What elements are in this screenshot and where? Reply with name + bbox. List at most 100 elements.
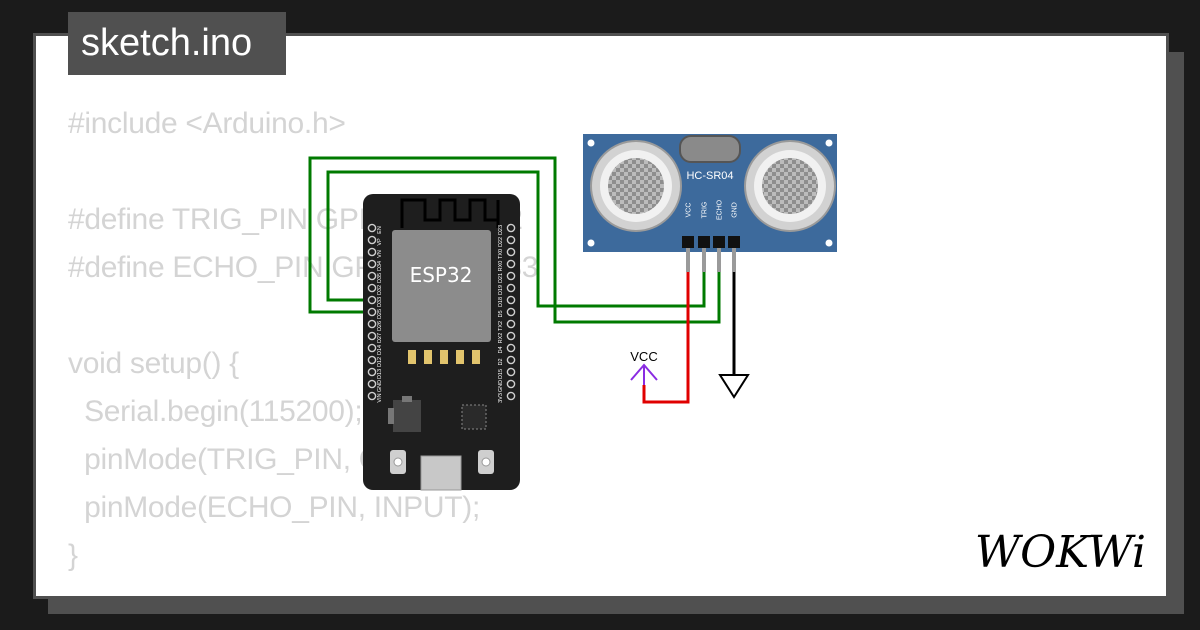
- preview-card: [33, 33, 1169, 599]
- hc-sr04-sensor[interactable]: HC-SR04 VCC TRIG ECHO GND: [583, 134, 837, 272]
- esp32-chip-label: ESP32: [410, 263, 473, 287]
- esp32-pin-label: D22: [498, 237, 504, 247]
- esp32-pin-d15[interactable]: [506, 367, 516, 377]
- esp32-pin-d27[interactable]: [367, 331, 377, 341]
- sensor-pin-label: VCC: [686, 203, 693, 218]
- esp32-pin-rx2[interactable]: [506, 331, 516, 341]
- esp32-pin-label: D33: [377, 297, 383, 307]
- usb-chip: [461, 404, 487, 430]
- esp32-pin-label: EN: [377, 226, 383, 234]
- esp32-pin-gnd[interactable]: [506, 379, 516, 389]
- code-line: #include <Arduino.h>: [68, 107, 346, 140]
- esp32-pin-vp[interactable]: [367, 235, 377, 245]
- esp32-pin-label: D27: [377, 333, 383, 343]
- sensor-pin-lead: [717, 248, 721, 272]
- sensor-pin-label: ECHO: [717, 199, 724, 220]
- esp32-pin-vin[interactable]: [367, 391, 377, 401]
- esp32-pin-label: D23: [498, 225, 504, 235]
- esp32-pin-d21[interactable]: [506, 271, 516, 281]
- esp32-pin-gnd[interactable]: [367, 379, 377, 389]
- esp32-pin-d5[interactable]: [506, 307, 516, 317]
- wire-echo[interactable]: [326, 170, 706, 308]
- wokwi-logo: WOKWi: [975, 527, 1146, 578]
- esp32-pin-d23[interactable]: [506, 223, 516, 233]
- esp32-pin-label: D32: [377, 285, 383, 295]
- esp32-pin-tx0[interactable]: [506, 247, 516, 257]
- ground-symbol-icon[interactable]: [718, 374, 750, 399]
- code-line: }: [68, 539, 78, 572]
- sensor-pin-label: GND: [732, 202, 739, 218]
- code-line: pinMode(ECHO_PIN, INPUT);: [68, 491, 481, 524]
- esp32-pin-label: GND: [498, 380, 504, 392]
- esp32-pin-d12[interactable]: [367, 355, 377, 365]
- esp32-pin-d25[interactable]: [367, 307, 377, 317]
- esp32-pin-label: TX0: [498, 249, 504, 259]
- esp32-pin-label: D35: [377, 273, 383, 283]
- esp32-pin-tx2[interactable]: [506, 319, 516, 329]
- esp32-pin-label: 3V3: [498, 393, 504, 403]
- esp32-pin-label: D34: [377, 261, 383, 271]
- file-tab[interactable]: sketch.ino: [68, 12, 286, 75]
- antenna-trace-icon: [400, 198, 500, 228]
- sensor-pin-lead: [686, 248, 690, 272]
- sensor-pin-lead: [702, 248, 706, 272]
- wires: [308, 156, 736, 404]
- esp32-pin-label: TX2: [498, 321, 504, 331]
- esp32-pin-rx0[interactable]: [506, 259, 516, 269]
- usb-port[interactable]: [420, 455, 462, 491]
- boot-button[interactable]: [478, 450, 494, 474]
- esp32-right-header: [506, 223, 516, 401]
- esp32-pin-label: VIN: [377, 393, 383, 402]
- esp32-pin-d13[interactable]: [367, 367, 377, 377]
- sensor-pin-vcc[interactable]: [682, 236, 694, 248]
- esp32-pin-d32[interactable]: [367, 283, 377, 293]
- esp32-pin-d22[interactable]: [506, 235, 516, 245]
- esp32-pin-label: VP: [377, 238, 383, 246]
- transducer-left: [590, 140, 682, 232]
- esp32-pin-label: D19: [498, 285, 504, 295]
- sensor-header: [682, 236, 740, 272]
- esp32-pin-d33[interactable]: [367, 295, 377, 305]
- esp32-pin-label: D14: [377, 345, 383, 355]
- esp32-pin-label: D21: [498, 273, 504, 283]
- mount-hole: [825, 239, 833, 247]
- esp32-pin-label: D13: [377, 369, 383, 379]
- esp32-pin-d26[interactable]: [367, 319, 377, 329]
- esp32-pin-en[interactable]: [367, 223, 377, 233]
- wire-vcc[interactable]: [642, 264, 690, 404]
- en-button[interactable]: [390, 450, 406, 474]
- esp32-pin-label: D15: [498, 369, 504, 379]
- esp32-pin-d18[interactable]: [506, 295, 516, 305]
- esp32-board[interactable]: ESP32 ENVPVND34D35D32D33D25D26D27D14D12D…: [363, 194, 520, 491]
- esp32-pin-d4[interactable]: [506, 343, 516, 353]
- sensor-pin-echo[interactable]: [713, 236, 725, 248]
- esp32-pin-label: RX0: [498, 261, 504, 272]
- esp32-pin-d2[interactable]: [506, 355, 516, 365]
- esp32-pin-label: D5: [498, 310, 504, 317]
- sensor-pin-gnd[interactable]: [728, 236, 740, 248]
- esp32-pin-d14[interactable]: [367, 343, 377, 353]
- crystal-oscillator: [679, 135, 741, 163]
- esp32-pin-label: D4: [498, 346, 504, 353]
- sensor-label: HC-SR04: [686, 170, 733, 182]
- esp32-pin-d35[interactable]: [367, 271, 377, 281]
- esp32-pin-label: D18: [498, 297, 504, 307]
- vcc-arrow-icon: [630, 363, 658, 381]
- esp32-pin-3v3[interactable]: [506, 391, 516, 401]
- transducer-right: [744, 140, 836, 232]
- esp32-pin-d19[interactable]: [506, 283, 516, 293]
- wire-trig[interactable]: [308, 156, 721, 324]
- mount-hole: [825, 139, 833, 147]
- vcc-label: VCC: [630, 349, 657, 364]
- mount-hole: [587, 239, 595, 247]
- esp32-pin-label: D25: [377, 309, 383, 319]
- esp32-pin-vn[interactable]: [367, 247, 377, 257]
- sensor-pin-trig[interactable]: [698, 236, 710, 248]
- esp32-pin-label: GND: [377, 380, 383, 392]
- esp32-pin-d34[interactable]: [367, 259, 377, 269]
- sensor-pin-label: TRIG: [702, 202, 709, 219]
- vcc-symbol[interactable]: [630, 363, 658, 385]
- esp32-pin-label: D2: [498, 358, 504, 365]
- sensor-pin-labels: VCC TRIG ECHO GND: [686, 199, 739, 220]
